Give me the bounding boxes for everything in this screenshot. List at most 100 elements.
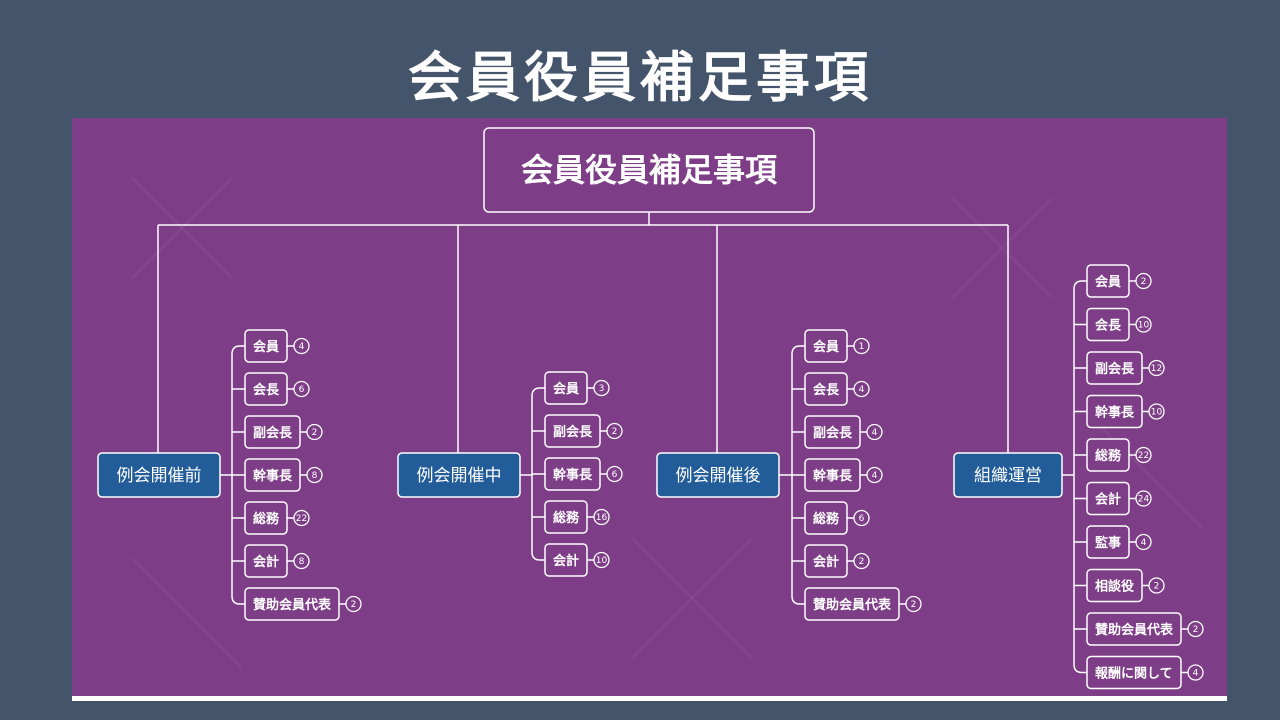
count-badge-label: 6 [612,470,618,480]
count-badge-label: 6 [859,514,865,524]
item-node-label: 相談役 [1095,579,1134,595]
item-node-label: 幹事長 [253,468,293,484]
item-node-label: 会計 [813,554,839,570]
item-node-label: 会計 [253,554,279,570]
item-node-label: 副会長 [253,425,293,441]
category-node-label: 例会開催前 [117,466,202,486]
count-badge [853,380,870,398]
item-node-label: 総務 [553,510,580,526]
count-badge [293,552,310,570]
count-badge-label: 6 [299,385,305,395]
count-badge [606,422,623,440]
item-node-label: 会計 [1095,492,1121,508]
count-badge [606,465,623,483]
count-badge [1135,490,1152,507]
item-node-label: 賛助会員代表 [1095,622,1174,638]
item-node-label: 会員 [1095,274,1121,290]
count-badge [293,337,310,355]
count-badge-label: 3 [599,384,605,394]
count-badge-label: 12 [1151,364,1162,374]
item-node-label: 報酬に関して [1095,666,1173,682]
page-title: 会員役員補足事項 [408,46,872,109]
item-node-label: 幹事長 [1095,405,1135,421]
count-badge [853,509,870,527]
count-badge [1135,316,1152,333]
count-badge [593,508,610,526]
count-badge-label: 4 [872,428,878,438]
count-badge-label: 22 [296,514,307,524]
category-node-label: 例会開催中 [417,466,502,486]
bottom-divider [72,696,1227,701]
count-badge [1187,620,1204,638]
count-badge [293,380,310,398]
count-badge-label: 2 [312,428,318,438]
count-badge [293,509,310,527]
item-node-label: 副会長 [1095,361,1135,377]
item-node-label: 幹事長 [813,468,853,484]
connector-line [1073,280,1083,674]
count-badge [866,466,883,484]
count-badge-label: 22 [1138,451,1149,461]
count-badge [1135,446,1152,464]
count-badge [866,423,883,441]
count-badge [306,423,323,441]
count-badge [345,595,362,613]
item-node-label: 会計 [553,553,579,569]
count-badge [1148,359,1165,377]
decor-line [631,537,753,659]
count-badge-label: 2 [351,600,357,610]
count-badge-label: 4 [1193,669,1199,679]
count-badge-label: 2 [1193,625,1199,635]
item-node-label: 賛助会員代表 [253,597,332,613]
item-node-label: 総務 [253,511,280,527]
count-badge [306,466,323,484]
count-badge [1135,533,1152,551]
category-node-label: 組織運営 [974,466,1042,486]
decor-line [1091,417,1203,529]
count-badge [853,552,870,570]
item-node-label: 監事 [1095,535,1121,551]
item-node-label: 副会長 [813,425,853,441]
item-node-label: 幹事長 [553,467,593,483]
root-node-label: 会員役員補足事項 [521,151,778,189]
count-badge [1148,577,1165,594]
category-node-label: 例会開催後 [676,466,761,486]
count-badge [593,379,610,397]
decor-line [951,197,1053,299]
count-badge [1135,272,1152,290]
count-badge-label: 16 [596,513,608,523]
item-node-label: 会長 [1095,318,1122,334]
count-badge-label: 1 [859,342,865,352]
item-node-label: 会長 [813,382,840,398]
count-badge-label: 4 [859,385,865,395]
count-badge-label: 24 [1138,495,1150,505]
count-badge-label: 8 [312,471,318,481]
item-node-label: 賛助会員代表 [813,597,892,613]
item-node-label: 会員 [253,339,279,355]
count-badge [853,337,870,355]
count-badge-label: 8 [299,557,305,567]
count-badge-label: 4 [872,471,878,481]
count-badge [593,551,610,569]
count-badge-label: 2 [1154,582,1160,592]
count-badge-label: 2 [911,600,917,610]
count-badge [1187,664,1204,681]
decor-line [131,557,243,669]
item-node-label: 副会長 [553,424,593,440]
decor-line [131,177,233,279]
item-node-label: 総務 [1095,448,1122,464]
item-node-label: 会員 [553,381,579,397]
count-badge-label: 2 [1141,277,1147,287]
count-badge-label: 4 [1141,538,1147,548]
count-badge-label: 10 [1151,408,1163,418]
item-node-label: 総務 [813,511,840,527]
count-badge [1148,403,1165,420]
item-node-label: 会員 [813,339,839,355]
count-badge-label: 10 [596,556,608,566]
item-node-label: 会長 [253,382,280,398]
count-badge-label: 2 [612,427,618,437]
count-badge [905,595,922,613]
count-badge-label: 4 [299,342,305,352]
